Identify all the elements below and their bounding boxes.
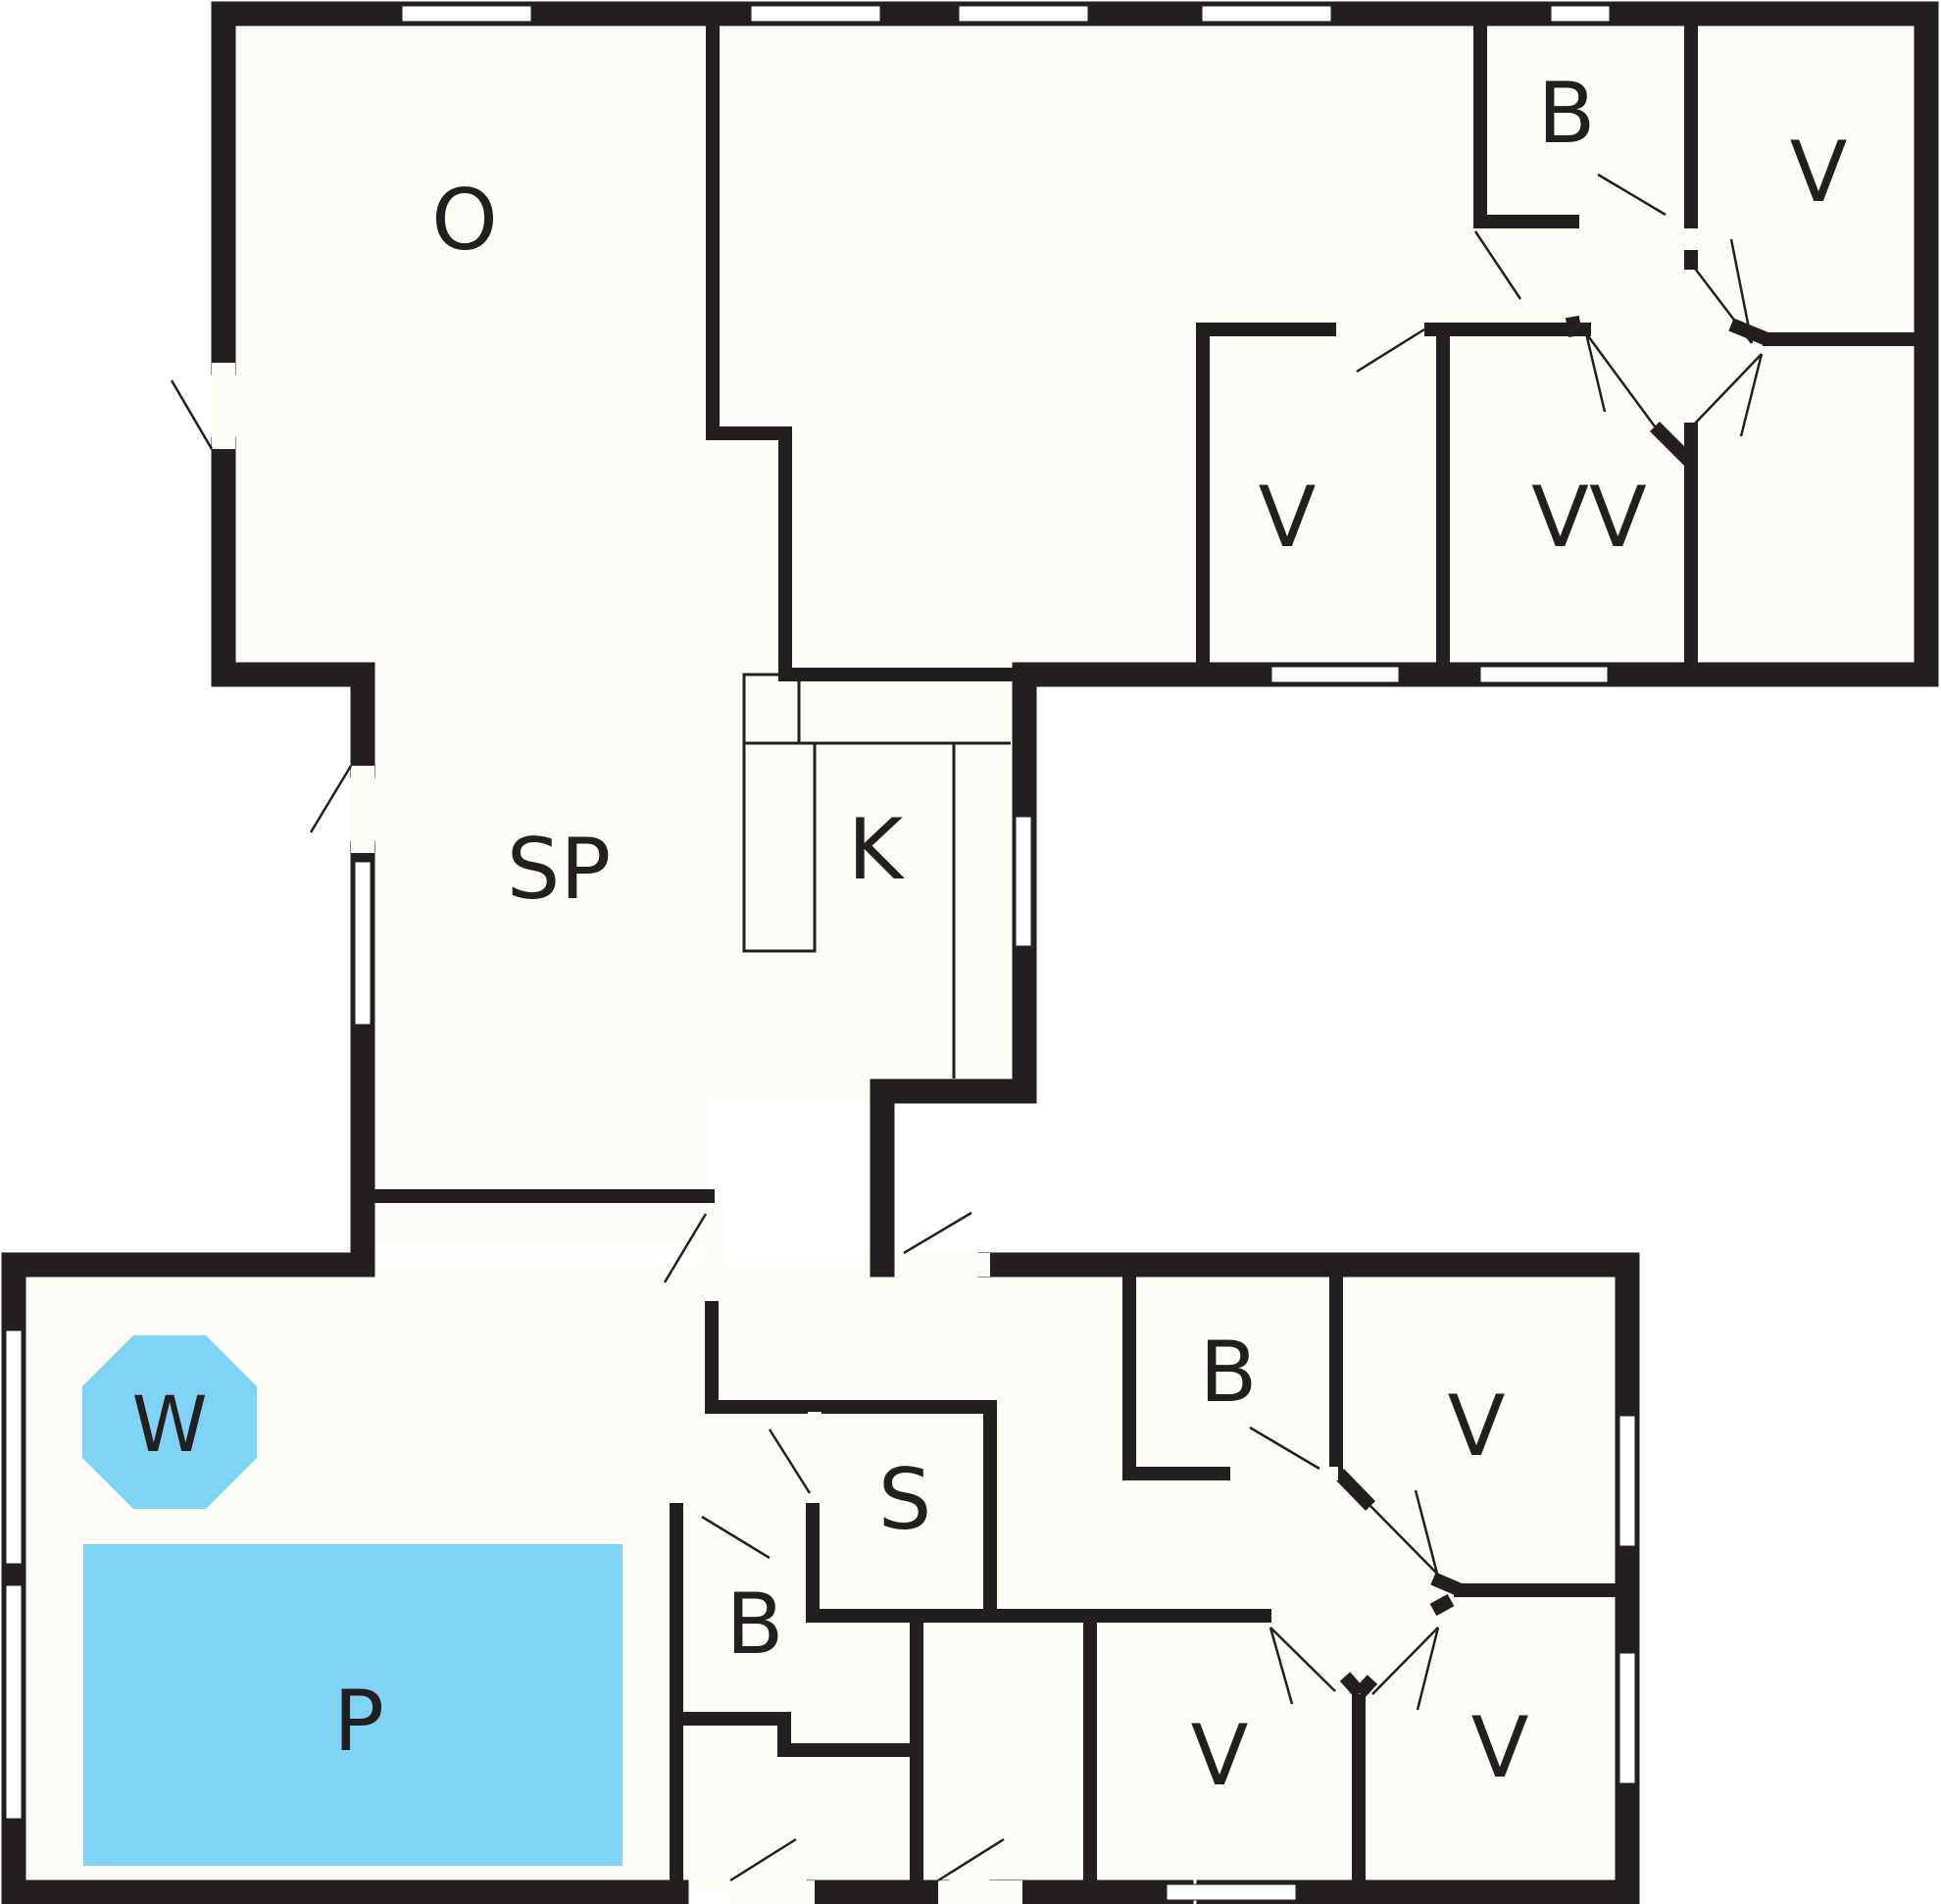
label-SP: SP [507,821,611,919]
interior-walls [364,13,1928,1899]
label-V-top-right: V [1790,124,1848,222]
label-B-lower-right: B [1200,1324,1258,1422]
windows [5,5,1636,1901]
kitchen-counters [742,673,1011,1078]
pool [83,1544,622,1866]
label-B-top: B [1538,65,1596,163]
label-VV: VV [1531,469,1647,567]
label-K: K [848,801,906,899]
label-V-lower-mid: V [1191,1707,1249,1805]
room-labels: O SP K B V V VV W P S B B V V V [131,65,1847,1805]
whirlpool [82,1335,257,1509]
diagonal-walls [1333,318,1772,1698]
label-B-lower-mid: B [726,1576,784,1674]
label-S: S [878,1451,932,1549]
door-swings [170,173,1764,1882]
label-V-lower-right-top: V [1448,1378,1506,1476]
door-openings [212,215,1665,1904]
label-V-lower-right-bottom: V [1471,1699,1529,1797]
label-O: O [431,172,498,270]
label-P: P [333,1673,384,1771]
label-V-top-mid: V [1259,469,1317,567]
label-W: W [131,1381,207,1470]
